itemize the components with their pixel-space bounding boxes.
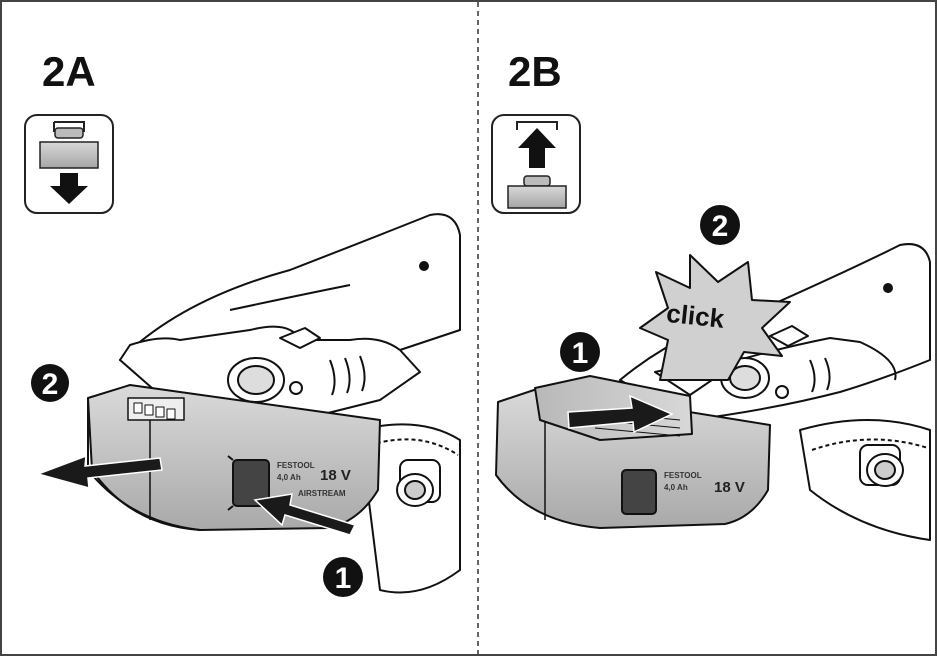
insert-arrow-2b bbox=[567, 394, 674, 434]
press-arrow-2a bbox=[253, 493, 357, 536]
step-badge-2b-2: 2 bbox=[700, 205, 740, 245]
panel-2b: 2B bbox=[491, 48, 931, 541]
step-badge-2a-2: 2 bbox=[31, 364, 69, 402]
step-badge-2a-1: 1 bbox=[323, 557, 363, 597]
pull-arrow-2a bbox=[35, 454, 163, 490]
battery-brand-2a: FESTOOL bbox=[277, 461, 315, 470]
battery-series-2a: AIRSTREAM bbox=[298, 489, 346, 498]
panel-label-2a: 2A bbox=[42, 48, 96, 95]
panel-label-2b: 2B bbox=[508, 48, 562, 95]
click-label: click bbox=[665, 298, 726, 334]
battery-voltage-2a: 18 V bbox=[320, 467, 351, 484]
battery-brand-2b: FESTOOL bbox=[664, 471, 702, 480]
svg-text:1: 1 bbox=[572, 337, 589, 370]
battery-pack-2b: FESTOOL 4,0 Ah 18 V bbox=[495, 375, 771, 529]
svg-text:2: 2 bbox=[712, 210, 729, 243]
svg-text:1: 1 bbox=[335, 562, 352, 595]
battery-capacity-2a: 4,0 Ah bbox=[277, 473, 301, 482]
step-badge-2b-1: 1 bbox=[560, 332, 600, 372]
battery-insert-up-icon bbox=[491, 114, 581, 214]
panel-2a: 2A bbox=[24, 48, 461, 597]
battery-release-down-icon bbox=[24, 114, 114, 214]
battery-voltage-2b: 18 V bbox=[714, 479, 745, 496]
battery-pack-2a: FESTOOL 4,0 Ah 18 V AIRSTREAM bbox=[87, 384, 381, 531]
battery-capacity-2b: 4,0 Ah bbox=[664, 483, 688, 492]
svg-text:2: 2 bbox=[42, 368, 59, 401]
click-callout: click bbox=[639, 254, 791, 381]
